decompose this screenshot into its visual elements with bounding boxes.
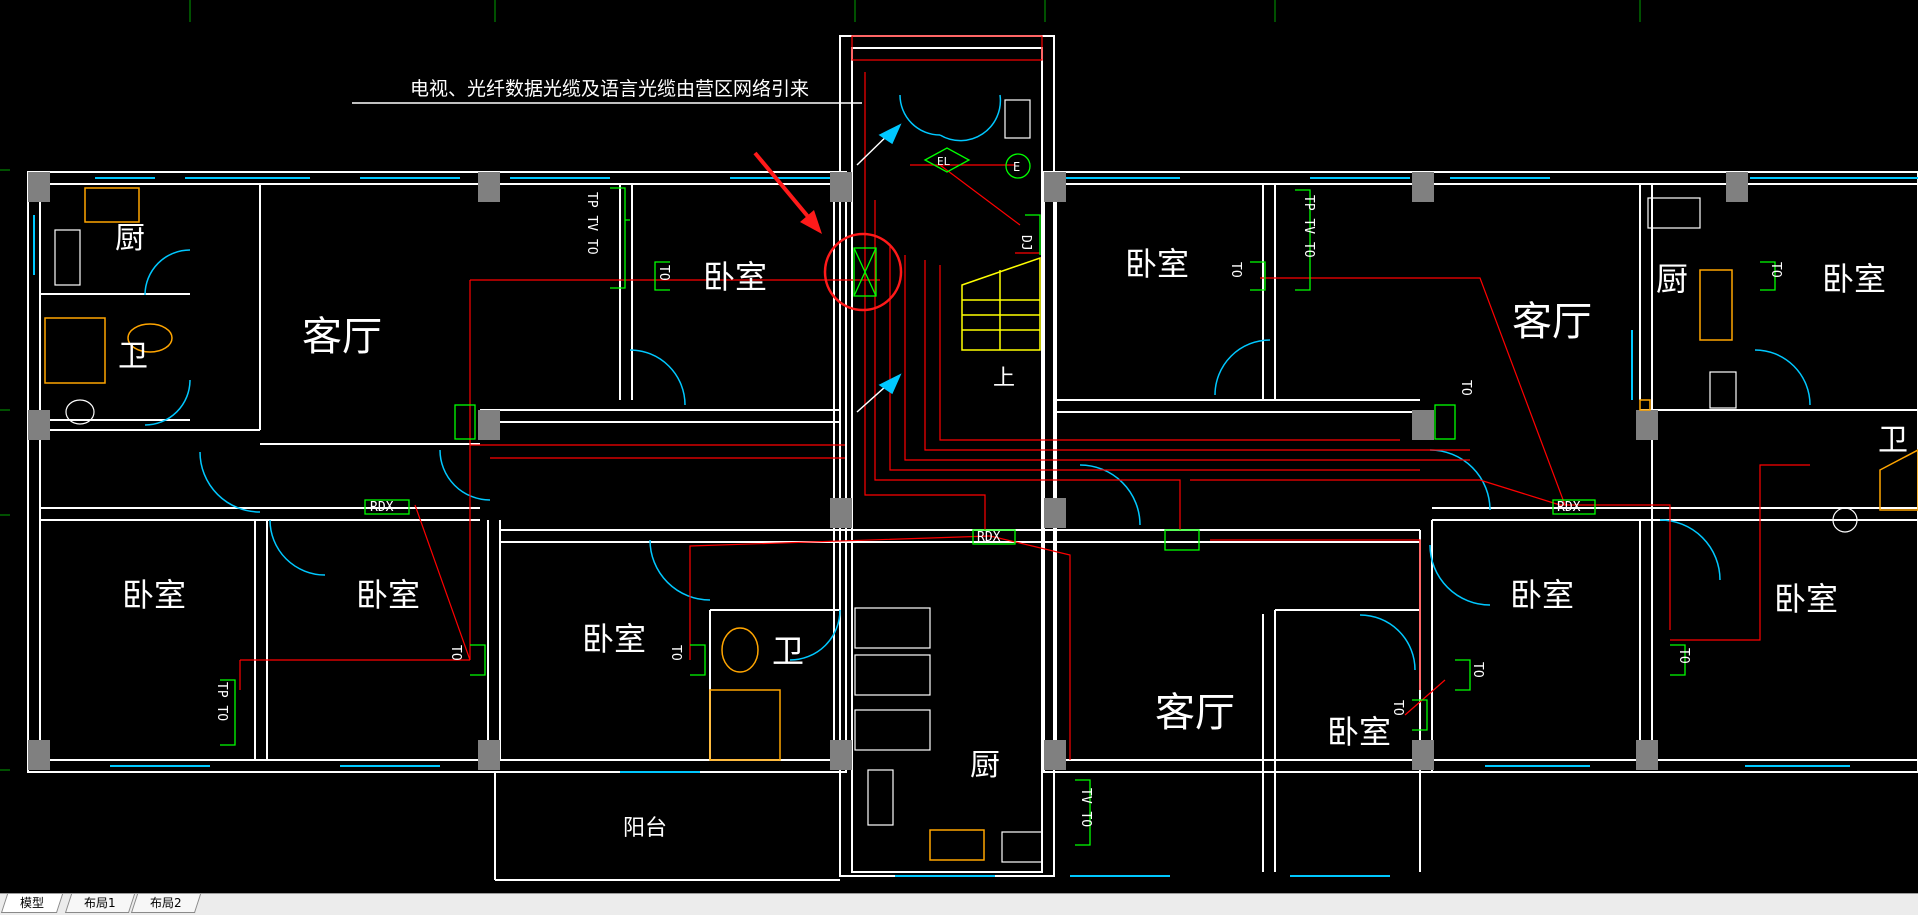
- room-bath-3: 卫: [1878, 423, 1908, 458]
- e-label: E: [1013, 160, 1020, 174]
- room-kitchen-3: 厨: [1656, 260, 1688, 298]
- tab-layout-1[interactable]: 布局1: [64, 894, 136, 913]
- tab-model-label: 模型: [19, 896, 44, 910]
- outlet-label-to-3: TO: [668, 645, 683, 661]
- room-living-2: 客厅: [1155, 690, 1235, 736]
- room-bath-2: 卫: [772, 632, 804, 670]
- outlets: [220, 147, 1776, 846]
- outlet-label-to-2: TO: [448, 645, 463, 661]
- room-kitchen-1: 厨: [115, 221, 145, 256]
- columns: [28, 172, 1748, 770]
- junction-box-icon: [853, 247, 877, 297]
- walls: [27, 35, 1918, 881]
- doors: [144, 94, 1811, 671]
- tab-layout-2-label: 布局2: [150, 896, 182, 910]
- room-bath-1: 卫: [118, 339, 148, 374]
- room-balcony: 阳台: [623, 816, 667, 841]
- outlet-label-to-4: TO: [1390, 700, 1405, 716]
- el-label: EL: [937, 155, 951, 168]
- stair: [961, 256, 1041, 351]
- dj-label: DJ: [1018, 235, 1033, 251]
- room-bed-4: 卧室: [582, 620, 646, 658]
- outlet-label-to-1: TO: [656, 265, 671, 281]
- room-living-3: 客厅: [1512, 299, 1592, 345]
- room-bed-8: 卧室: [1822, 260, 1886, 298]
- tab-layout-1-label: 布局1: [84, 896, 116, 910]
- note-text: 电视、光纤数据光缆及语言光缆由营区网络引来: [410, 78, 809, 100]
- room-bed-5: 卧室: [1125, 245, 1189, 283]
- outlet-label-to-5: TO: [1470, 662, 1485, 678]
- room-bed-2: 卧室: [122, 576, 186, 614]
- room-bed-9: 卧室: [1774, 580, 1838, 618]
- axis-ticks: [0, 0, 1641, 771]
- room-bed-6: 卧室: [1327, 713, 1391, 751]
- windows: [33, 177, 1918, 877]
- outlet-label-tv-to-1: TV TO: [1078, 788, 1093, 827]
- outlet-label-to-7: TO: [1768, 262, 1783, 278]
- room-kitchen-2: 厨: [970, 748, 1000, 783]
- outlet-label-tp-tv-to-2: TP TV TO: [1301, 195, 1316, 258]
- appliances: [54, 99, 1858, 863]
- cad-drawing-canvas[interactable]: 电视、光纤数据光缆及语言光缆由营区网络引来 厨 卫 客厅 卧室 卧室 卧室 卧室…: [0, 0, 1918, 893]
- cables: [239, 35, 1810, 760]
- rdx-label-2: RDX: [977, 530, 1001, 545]
- room-living-1: 客厅: [302, 314, 382, 360]
- outlet-label-to-9: TO: [1458, 380, 1473, 396]
- room-bed-3: 卧室: [356, 576, 420, 614]
- tab-layout-2[interactable]: 布局2: [130, 894, 202, 913]
- texts: 电视、光纤数据光缆及语言光缆由营区网络引来 厨 卫 客厅 卧室 卧室 卧室 卧室…: [115, 78, 1908, 841]
- fixtures: [44, 187, 1918, 861]
- outlet-label-to-8: TO: [1676, 648, 1691, 664]
- tab-model[interactable]: 模型: [0, 894, 64, 913]
- leaders: [352, 102, 902, 413]
- annotation: [753, 151, 903, 312]
- layout-tab-bar: 模型 布局1 布局2: [0, 893, 1918, 915]
- room-bed-1: 卧室: [703, 258, 767, 296]
- room-bed-7: 卧室: [1510, 576, 1574, 614]
- rdx-label-3: RDX: [1557, 500, 1581, 515]
- outlet-label-tp-tv-to-1: TP TV TO: [584, 192, 599, 255]
- outlet-label-to-6: TO: [1228, 262, 1243, 278]
- stair-up-label: 上: [993, 366, 1015, 391]
- outlet-label-tp-to-1: TP TO: [214, 682, 229, 721]
- rdx-label-1: RDX: [370, 500, 394, 515]
